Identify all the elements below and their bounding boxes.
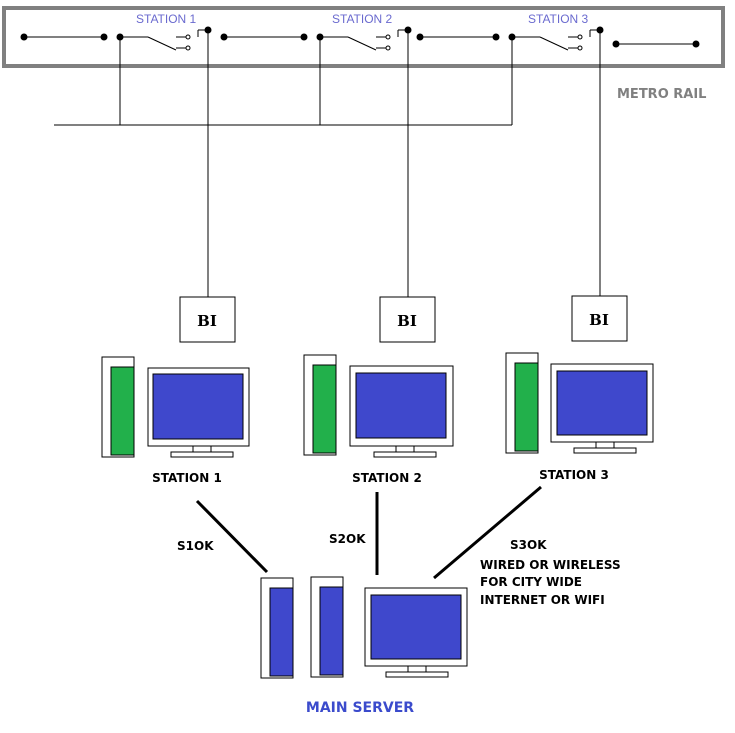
bi-box-3: BI [571, 295, 628, 342]
bi-feed-lines [207, 30, 601, 297]
station-1-label: STATION 1 [152, 471, 222, 485]
bi-box-1: BI [179, 296, 236, 343]
s2-status-label: S2OK [329, 532, 366, 546]
rail-station-1-label: STATION 1 [136, 12, 197, 26]
bi-label-2: BI [397, 312, 417, 330]
s3-status-label: S3OK [510, 538, 547, 552]
link-note-line-1: WIRED OR WIRELESS [480, 558, 621, 572]
main-server-label: MAIN SERVER [306, 700, 414, 716]
station-3-computer [505, 352, 654, 454]
bi-box-2: BI [379, 296, 436, 343]
main-server [260, 576, 468, 679]
station-1-computer [101, 356, 250, 458]
common-bus [54, 37, 513, 126]
rail-station-2-label: STATION 2 [332, 12, 393, 26]
metro-rail-label: METRO RAIL [617, 87, 706, 102]
link-note-line-3: INTERNET OR WIFI [480, 593, 605, 607]
link-note-line-2: FOR CITY WIDE [480, 575, 582, 589]
station-2-computer [303, 354, 454, 458]
server-links [195, 485, 542, 580]
s1-status-label: S1OK [177, 539, 214, 553]
bi-label-3: BI [589, 311, 609, 329]
station-3-label: STATION 3 [539, 468, 609, 482]
rail-station-3-label: STATION 3 [528, 12, 589, 26]
bi-label-1: BI [197, 312, 217, 330]
station-2-label: STATION 2 [352, 471, 422, 485]
rail-track [20, 26, 700, 51]
